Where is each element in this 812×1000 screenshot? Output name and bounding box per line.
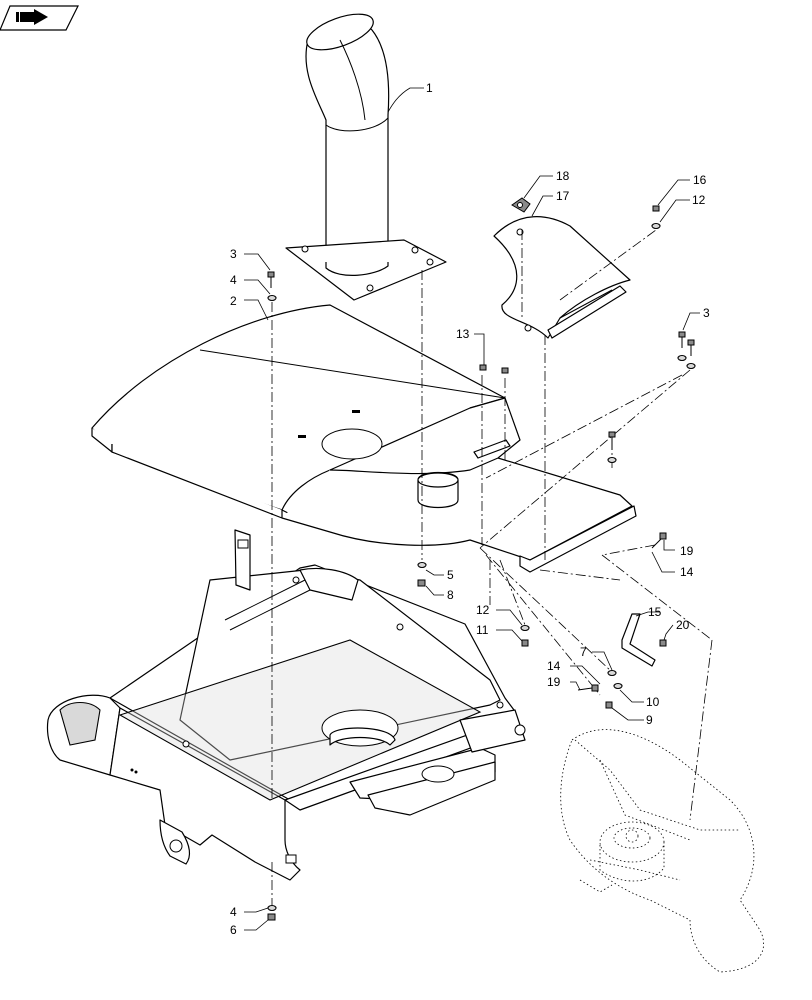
washer-icon bbox=[651, 222, 661, 230]
washer-icon bbox=[677, 354, 687, 362]
callout-1: 1 bbox=[426, 81, 433, 95]
callout-14: 14 bbox=[680, 565, 694, 579]
callout-16: 16 bbox=[693, 173, 707, 187]
nut-icon bbox=[659, 639, 667, 647]
callout-11: 11 bbox=[476, 623, 489, 637]
callout-12: 12 bbox=[692, 193, 706, 207]
washer-icon bbox=[520, 624, 530, 632]
leader-lines bbox=[244, 87, 700, 931]
washer-icon bbox=[267, 904, 277, 912]
fasteners bbox=[267, 205, 696, 921]
screw-icon bbox=[651, 532, 667, 549]
callout-labels: 1 2 3 3 4 4 5 6 7 8 9 10 11 12 12 13 14 … bbox=[230, 81, 710, 937]
engine-reference-outline bbox=[560, 729, 764, 973]
nut-icon bbox=[521, 639, 529, 647]
upper-cover-plate-part bbox=[91, 304, 637, 573]
screw-icon bbox=[577, 684, 599, 692]
page-arrow-icon[interactable] bbox=[0, 5, 79, 31]
bolt-icon bbox=[687, 339, 695, 356]
alignment-centerlines bbox=[271, 229, 713, 905]
callout-10: 10 bbox=[646, 695, 660, 709]
hydraulic-pump-icon bbox=[599, 821, 665, 882]
callout-4: 4 bbox=[230, 905, 237, 919]
clip-icon bbox=[621, 613, 656, 667]
callout-15: 15 bbox=[648, 605, 662, 619]
bolt-icon bbox=[652, 205, 660, 212]
washer-icon bbox=[417, 561, 427, 569]
washer-icon bbox=[686, 362, 696, 370]
callout-3: 3 bbox=[703, 306, 710, 320]
callout-4: 4 bbox=[230, 273, 237, 287]
callout-6: 6 bbox=[230, 923, 237, 937]
callout-18: 18 bbox=[556, 169, 570, 183]
deflector-bracket-part bbox=[493, 216, 631, 339]
callout-14: 14 bbox=[547, 659, 561, 673]
callout-2: 2 bbox=[230, 294, 237, 308]
washer-icon bbox=[613, 682, 623, 690]
callout-3: 3 bbox=[230, 247, 237, 261]
nut-icon bbox=[267, 913, 276, 921]
washer-icon bbox=[607, 669, 617, 677]
callout-17: 17 bbox=[556, 189, 570, 203]
bolt-icon bbox=[608, 431, 616, 450]
callout-7: 7 bbox=[580, 645, 587, 659]
callout-8: 8 bbox=[447, 588, 454, 602]
nut-icon bbox=[417, 579, 426, 587]
washer-icon bbox=[267, 294, 277, 302]
callout-12: 12 bbox=[476, 603, 490, 617]
nut-icon bbox=[605, 701, 613, 709]
clamp-part bbox=[511, 197, 531, 213]
callout-5: 5 bbox=[447, 568, 454, 582]
bolt-icon bbox=[678, 331, 686, 348]
callout-13: 13 bbox=[456, 327, 470, 341]
main-frame-part bbox=[46, 529, 526, 881]
exhaust-pipe-part bbox=[285, 13, 447, 301]
callout-9: 9 bbox=[646, 713, 653, 727]
bolt-icon bbox=[479, 364, 487, 371]
bolt-icon bbox=[501, 367, 509, 374]
washer-icon bbox=[607, 456, 617, 464]
callout-19: 19 bbox=[547, 675, 561, 689]
callout-20: 20 bbox=[676, 618, 690, 632]
bolt-icon bbox=[267, 271, 275, 288]
callout-19: 19 bbox=[680, 544, 694, 558]
